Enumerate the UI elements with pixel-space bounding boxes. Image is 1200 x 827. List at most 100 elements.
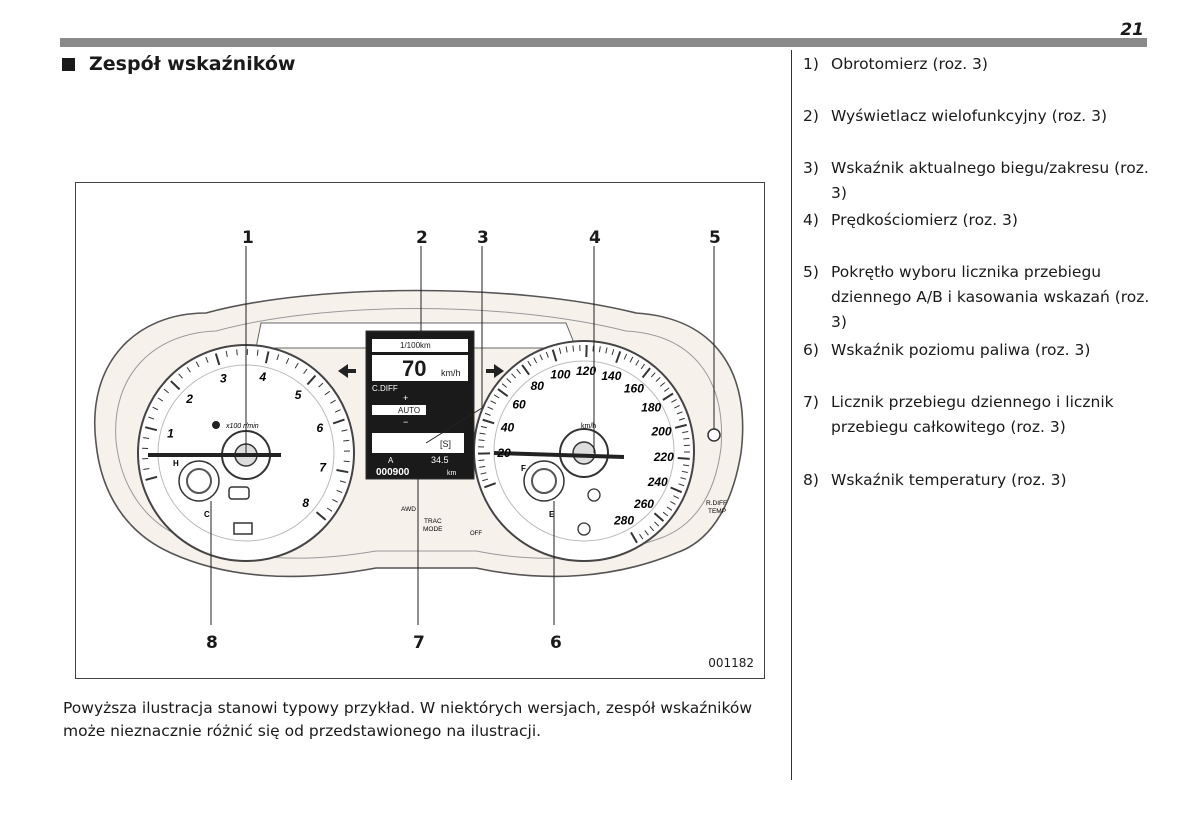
tachometer-tick: [225, 350, 228, 357]
speedometer-tick: [670, 500, 676, 505]
trip-reset-knob: [707, 428, 721, 442]
tachometer-tick: [330, 399, 336, 404]
odometer-value: 000900: [376, 467, 410, 478]
tachometer-tick: [145, 426, 158, 432]
callout-lines: [210, 246, 715, 625]
engine-dot-icon: [212, 421, 220, 429]
tachometer-unit: x100 r/min: [225, 423, 259, 430]
speedometer-tick: [482, 478, 489, 482]
speedometer-tick: [551, 349, 558, 362]
speedometer-tick: [480, 425, 487, 429]
speedometer-tick: [487, 406, 494, 410]
tachometer-number: 5: [295, 388, 302, 402]
speedometer-tick: [615, 351, 622, 364]
speedometer-tick: [479, 465, 486, 468]
speedometer-tick: [666, 506, 673, 511]
speedometer-tick: [655, 377, 661, 382]
legend-item: 6)Wskaźnik poziomu paliwa (roz. 3): [803, 341, 1091, 359]
temperature-gauge: [178, 460, 220, 502]
speedometer-tick: [659, 382, 666, 387]
tachometer-tick: [148, 416, 155, 420]
speedometer-tick: [478, 459, 485, 461]
speedometer-tick: [670, 486, 683, 494]
legend-item: 8)Wskaźnik temperatury (roz. 3): [803, 471, 1067, 489]
check-engine-icon: [228, 486, 250, 500]
speedometer-tick: [644, 530, 649, 536]
speedometer-number: 40: [500, 420, 515, 434]
speedometer-tick: [501, 383, 508, 388]
tachometer-tick: [145, 475, 158, 481]
multi-function-display: 1/100km 70 km/h C.DIFF + AUTO − [S] A 34…: [365, 330, 475, 480]
speedometer-number: 280: [613, 513, 634, 527]
speedometer-number: 200: [651, 424, 672, 438]
tachometer-tick: [195, 361, 200, 368]
trac-mode-label: MODE: [423, 526, 443, 533]
speedometer-number: 60: [512, 397, 526, 411]
speedometer-tick: [649, 525, 655, 532]
section-title: Zespół wskaźników: [62, 53, 295, 75]
cdiff-auto: AUTO: [398, 406, 420, 415]
speedometer-tick: [478, 439, 485, 442]
off-label: OFF: [470, 531, 482, 537]
temp-cold-label: C: [204, 510, 210, 519]
speedometer-tick: [680, 477, 687, 480]
awd-label: AWD: [401, 506, 416, 513]
tachometer-number: 8: [302, 496, 309, 510]
turn-signal-right-icon: [486, 364, 504, 378]
callout-1: 1: [242, 228, 254, 248]
speedometer-tick: [598, 346, 601, 353]
column-divider: [791, 50, 792, 780]
speedometer-tick: [639, 533, 644, 540]
speedometer-tick: [653, 512, 665, 522]
speedometer-tick: [611, 349, 615, 356]
speedometer-tick: [480, 472, 487, 475]
legend-item: 5)Pokrętło wyboru licznika przebiegu dzi…: [803, 263, 1150, 331]
tachometer-tick: [341, 429, 348, 432]
speedometer-tick: [630, 531, 638, 544]
speedometer-needle: [493, 451, 625, 459]
section-title-text: Zespół wskaźników: [89, 53, 296, 75]
speedometer-number: 120: [576, 364, 596, 378]
tachometer-tick: [178, 373, 183, 379]
cdiff-plus: +: [403, 393, 408, 403]
speedometer-tick: [635, 360, 640, 366]
tachometer-tick: [336, 468, 349, 474]
tachometer-tick: [294, 362, 299, 369]
trac-label: TRAC: [424, 518, 442, 525]
speedometer-tick: [678, 483, 685, 487]
speedometer-tick: [671, 398, 677, 403]
callout-2: 2: [416, 228, 428, 248]
rdiff-label: R.DIFF: [706, 500, 727, 507]
section-bullet: [62, 57, 75, 71]
speedometer-tick: [493, 394, 500, 399]
odometer-unit: km: [447, 470, 457, 477]
legend-item: 4)Prędkościomierz (roz. 3): [803, 211, 1018, 229]
tachometer-tick: [264, 351, 270, 364]
speedometer-tick: [676, 411, 683, 415]
speedometer-tick: [650, 372, 656, 378]
speedometer-number: 220: [653, 450, 674, 464]
speedometer-tick: [516, 368, 521, 375]
speedometer-unit: km/h: [581, 423, 596, 430]
callout-5: 5: [709, 228, 721, 248]
header-bar: [60, 38, 1147, 47]
speedometer-tick: [674, 405, 680, 409]
tachometer-tick: [186, 367, 191, 373]
tachometer-tick: [256, 349, 259, 356]
speedometer-tick: [533, 357, 538, 364]
speedometer-tick: [479, 432, 486, 435]
speedometer-tick: [592, 345, 594, 352]
tachometer-tick: [318, 382, 324, 388]
cdiff-label: C.DIFF: [372, 384, 398, 393]
cdiff-minus: −: [403, 417, 408, 427]
speedometer-tick: [497, 388, 509, 397]
tachometer-tick: [152, 406, 159, 411]
temp-hot-label: H: [173, 459, 179, 468]
speedometer-number: 240: [647, 475, 668, 489]
speedometer-tick: [484, 482, 497, 489]
tachometer-number: 6: [317, 421, 324, 435]
speedometer-tick: [545, 351, 549, 358]
tachometer-tick: [170, 380, 181, 391]
tachometer-tick: [143, 437, 150, 440]
